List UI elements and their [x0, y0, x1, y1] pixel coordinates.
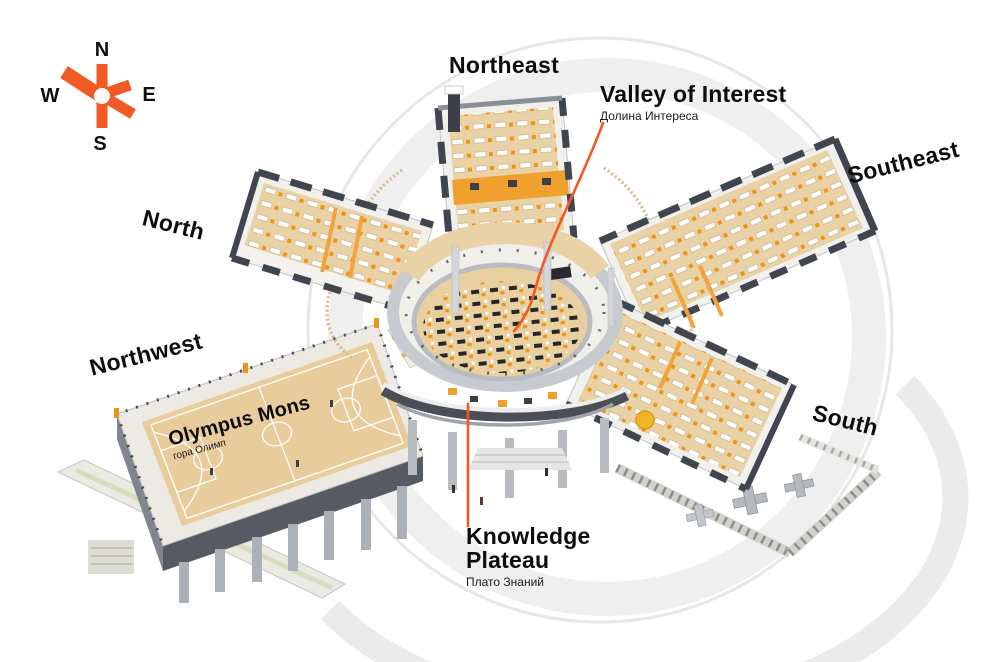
plus-bench: [685, 503, 715, 528]
basketball-court: [142, 342, 412, 526]
valley-subtitle: Долина Интереса: [600, 109, 699, 124]
person: [480, 497, 483, 505]
person: [452, 485, 455, 493]
annotation-knowledge-plateau: Knowledge Plateau Плато Знаний: [466, 524, 636, 589]
annotation-valley-of-interest: Valley of Interest Долина Интереса: [600, 82, 786, 123]
plus-bench: [783, 472, 815, 498]
leader-lines: [466, 121, 605, 528]
compass-s: S: [93, 133, 106, 155]
label-northeast: Northeast: [449, 52, 560, 78]
rotunda: [387, 221, 623, 392]
wing-northeast: [434, 85, 578, 249]
gym-understructure: [117, 414, 423, 603]
valley-title: Valley of Interest: [600, 81, 787, 107]
curved-roof-tracks: [325, 166, 694, 410]
plus-bench: [732, 485, 769, 516]
entrance-plaza: [380, 382, 630, 505]
round-couch: [635, 410, 655, 430]
leader-valley: [512, 121, 605, 333]
terrace-southeast: [614, 433, 882, 558]
wing-south: [564, 296, 797, 493]
wing-north: [229, 168, 435, 315]
entrance-steps: [468, 448, 572, 470]
knowledge-subtitle: Плато Знаний: [466, 575, 544, 590]
wing-northwest-gym: [114, 318, 423, 546]
compass-e: E: [142, 84, 155, 106]
knowledge-title: Knowledge Plateau: [466, 523, 591, 574]
compass-n: N: [95, 39, 109, 61]
wing-southeast: [598, 135, 879, 337]
stairs-west: [88, 540, 134, 574]
compass-w: W: [41, 85, 60, 107]
compass: N W E S: [41, 39, 156, 155]
person: [545, 468, 548, 476]
rooftop-tower: [448, 92, 460, 132]
